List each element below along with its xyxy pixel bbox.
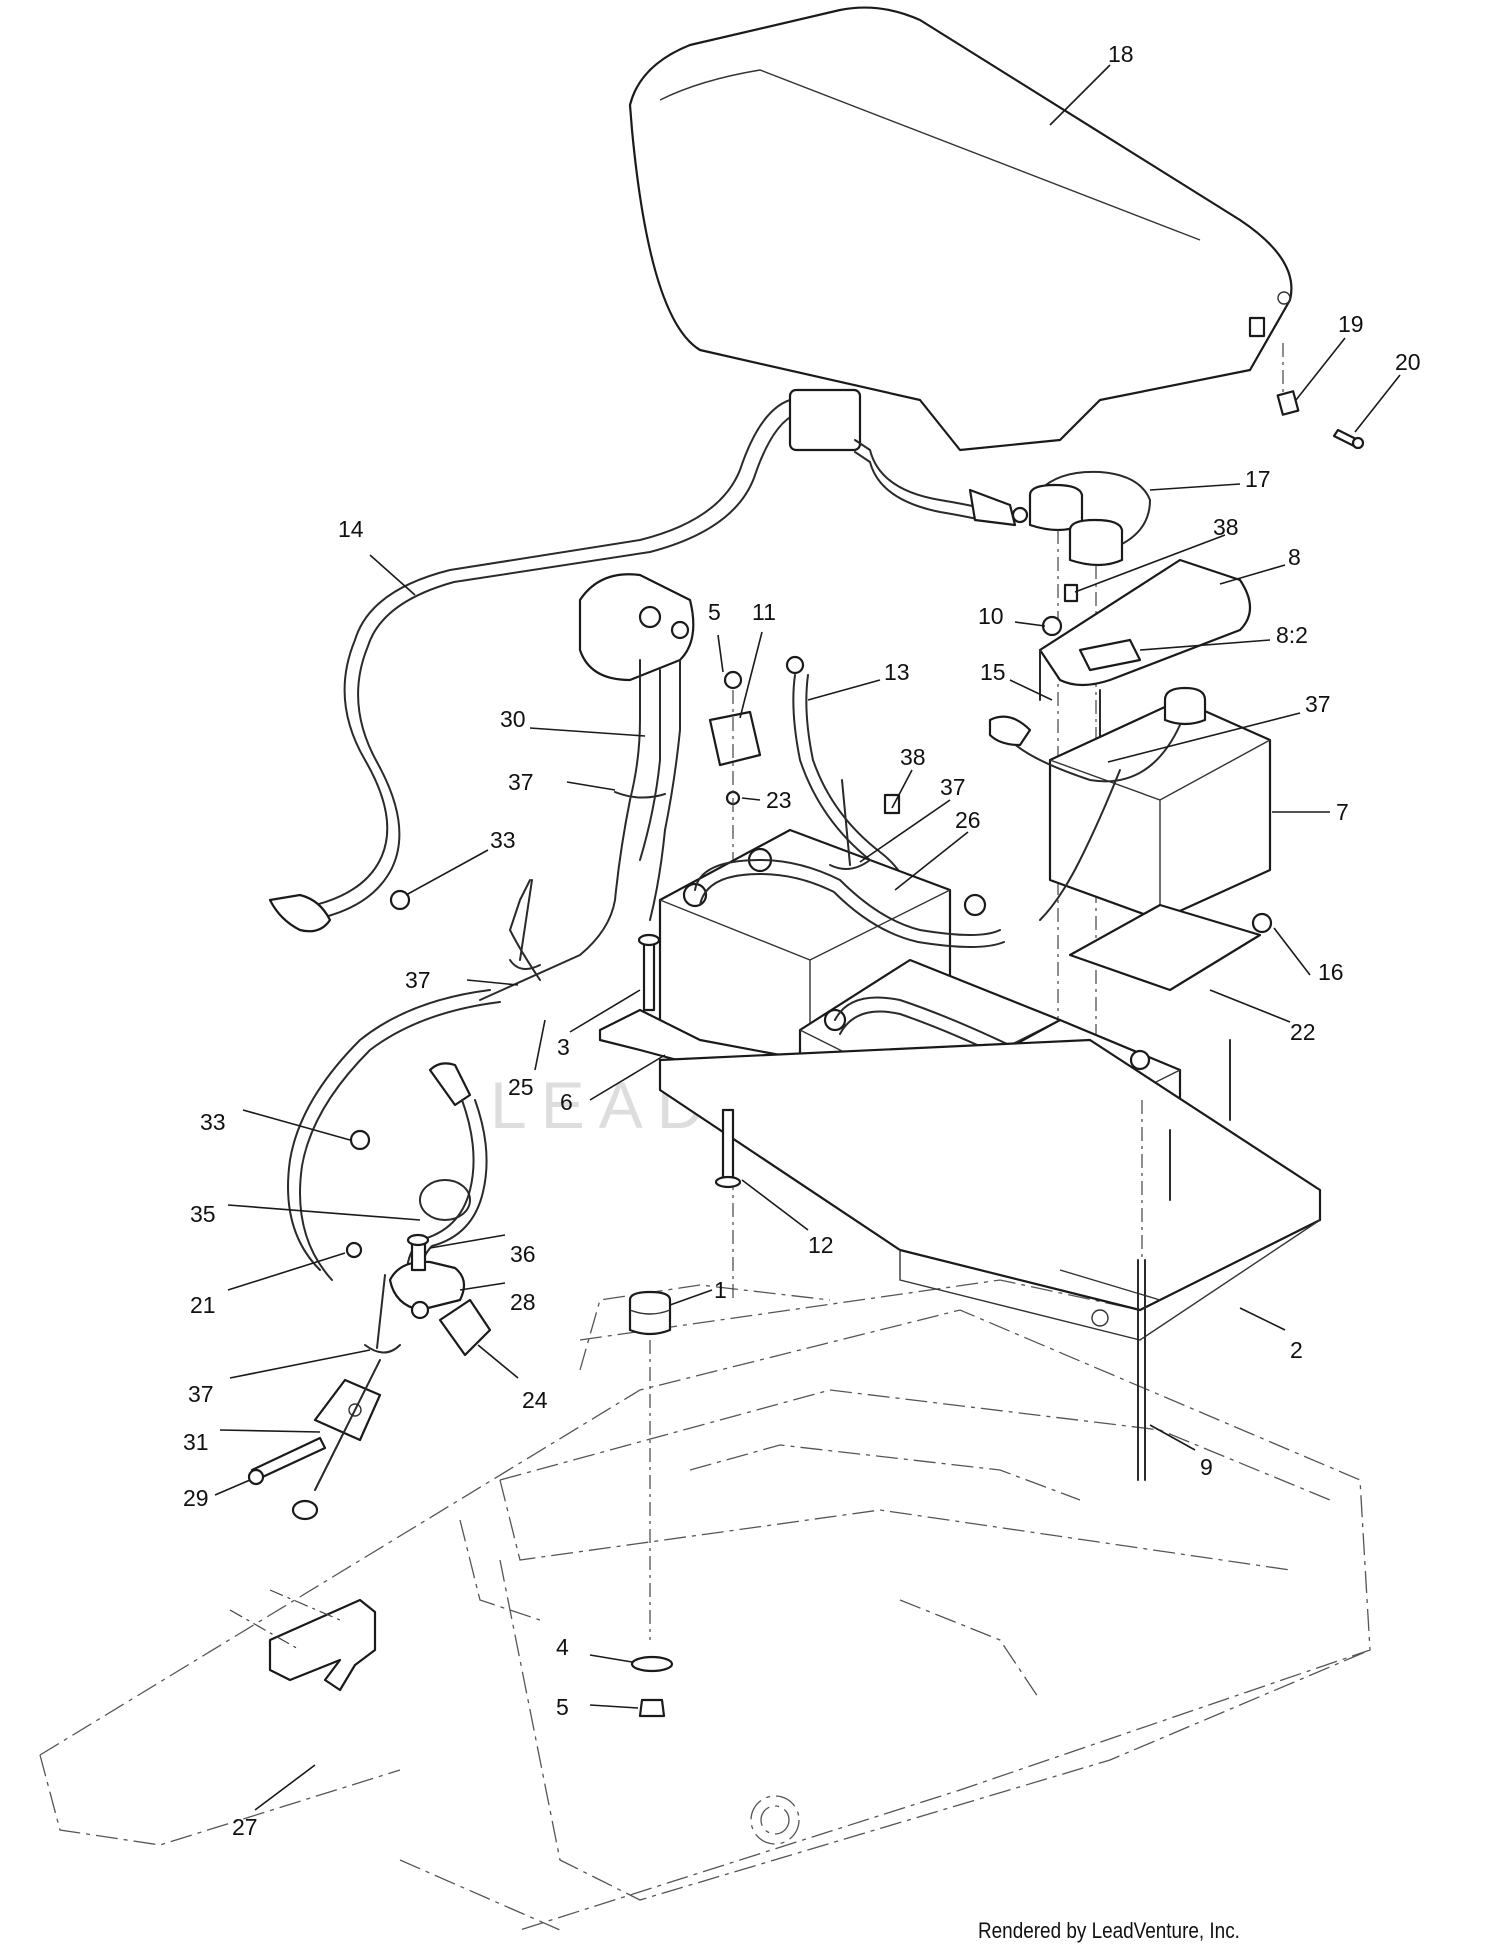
callout-22: 22 — [1290, 1019, 1316, 1045]
callout-15: 15 — [980, 659, 1006, 685]
hold-down-bracket-8 — [1038, 558, 1252, 741]
callout-8: 8 — [1288, 544, 1301, 570]
render-credit: Rendered by LeadVenture, Inc. — [978, 1918, 1240, 1943]
solenoid — [479, 573, 695, 1001]
bolt-3 — [637, 933, 661, 1012]
seat-cover — [628, 6, 1293, 452]
callout-37-d: 37 — [405, 967, 431, 993]
nut-5-lower — [638, 1698, 666, 1718]
callout-37-c: 37 — [940, 774, 966, 800]
callout-5-b: 5 — [556, 1694, 569, 1720]
callout-36: 36 — [510, 1241, 536, 1267]
callout-38-b: 38 — [900, 744, 926, 770]
callout-31: 31 — [183, 1429, 209, 1455]
callout-14: 14 — [338, 516, 364, 542]
callout-30: 30 — [500, 706, 526, 732]
isolator-1 — [628, 1290, 672, 1640]
nut-10 — [1041, 615, 1063, 637]
callout-37-e: 37 — [188, 1381, 214, 1407]
cable-lug-lower — [291, 1359, 381, 1521]
callout-11: 11 — [752, 599, 776, 625]
callout-2: 2 — [1290, 1337, 1303, 1363]
callout-19: 19 — [1338, 311, 1364, 337]
bolt-12 — [714, 1108, 742, 1189]
callout-27: 27 — [232, 1814, 258, 1840]
nut-5-upper — [723, 670, 743, 690]
callout-28: 28 — [510, 1289, 536, 1315]
callout-38-a: 38 — [1213, 514, 1239, 540]
callout-20: 20 — [1395, 349, 1421, 375]
plate-31 — [313, 1378, 382, 1442]
callout-37-b: 37 — [508, 769, 534, 795]
bracket-27 — [229, 1589, 377, 1692]
nut-33-upper — [389, 889, 411, 911]
callout-12: 12 — [808, 1232, 834, 1258]
callout-7: 7 — [1336, 799, 1349, 825]
callout-labels: 18 19 20 17 38 8 8:2 10 14 5 11 13 15 37… — [183, 41, 1421, 1840]
tie-37-center — [829, 779, 871, 870]
cable-14 — [268, 388, 1029, 933]
callout-8-2: 8:2 — [1276, 622, 1308, 648]
bolt-29 — [247, 1436, 327, 1486]
leader-lines — [214, 64, 1401, 1811]
clip-24 — [438, 1298, 492, 1357]
clamp-28 — [388, 1260, 466, 1320]
callout-25: 25 — [508, 1074, 534, 1100]
washer-4 — [630, 1655, 674, 1673]
frame-phantom — [39, 1279, 1371, 1931]
callout-26: 26 — [955, 807, 981, 833]
tie-37-upper — [614, 791, 666, 799]
bolt-36 — [406, 1233, 430, 1272]
callout-18: 18 — [1108, 41, 1134, 67]
callout-3: 3 — [557, 1034, 570, 1060]
latch-19 — [1276, 390, 1300, 416]
tie-37-bottom — [364, 1274, 401, 1354]
callout-33-b: 33 — [200, 1109, 226, 1135]
callout-23: 23 — [766, 787, 792, 813]
tie-38-center — [883, 793, 901, 815]
ground-cable-25 — [287, 879, 541, 1281]
callout-29: 29 — [183, 1485, 209, 1511]
callout-5-a: 5 — [708, 599, 721, 625]
battery-mat-22 — [1068, 903, 1262, 992]
callout-21: 21 — [190, 1292, 216, 1318]
screw-20 — [1332, 428, 1365, 450]
grommet-16 — [1251, 912, 1273, 934]
callout-6: 6 — [560, 1089, 573, 1115]
callout-10: 10 — [978, 603, 1004, 629]
callout-4: 4 — [556, 1634, 569, 1660]
callout-1: 1 — [714, 1277, 727, 1303]
tie-37-left — [509, 879, 541, 970]
callout-37-a: 37 — [1305, 691, 1331, 717]
callout-24: 24 — [522, 1387, 548, 1413]
rod-9 — [1137, 1100, 1146, 1481]
battery-base-2 — [658, 1038, 1322, 1341]
tie-38-upper — [1063, 583, 1079, 603]
nut-33-lower — [349, 1129, 371, 1151]
callout-13: 13 — [884, 659, 910, 685]
callout-16: 16 — [1318, 959, 1344, 985]
jumper-cable-26 — [694, 859, 1041, 1073]
callout-35: 35 — [190, 1201, 216, 1227]
callout-33-a: 33 — [490, 827, 516, 853]
washer-21 — [345, 1241, 363, 1259]
battery-7 — [988, 686, 1272, 922]
callout-17: 17 — [1245, 466, 1271, 492]
callout-9: 9 — [1200, 1454, 1213, 1480]
insulator-11 — [708, 710, 762, 767]
